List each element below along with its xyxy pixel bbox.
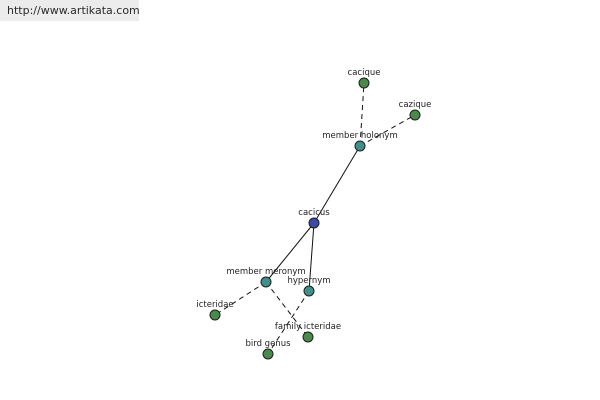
edges-layer [214,82,416,355]
node-circle-hypernym[interactable] [303,285,315,297]
site-url[interactable]: http://www.artikata.com [7,4,140,17]
node-label-member-holonym: member holonym [322,131,397,141]
node-hypernym[interactable]: hypernym [287,276,331,297]
node-bird-genus[interactable]: bird genus [245,339,291,360]
node-family-icteridae[interactable]: family icteridae [275,322,341,343]
url-banner: http://www.artikata.com [0,0,140,21]
node-label-cazique: cazique [399,100,432,110]
node-circle-member-meronym[interactable] [260,276,272,288]
node-cazique[interactable]: cazique [399,100,432,121]
node-label-hypernym: hypernym [287,276,330,286]
node-member-meronym[interactable]: member meronym [226,267,306,288]
node-circle-member-holonym[interactable] [354,140,366,152]
node-circle-cazique[interactable] [409,109,421,121]
node-label-icteridae: icteridae [196,300,233,310]
node-label-cacicus: cacicus [298,208,330,218]
edge-member-holonym-to-cacique [359,82,365,147]
node-label-cacique: cacique [348,68,381,78]
nodes-layer: cacicus member holonym member meronymhyper… [196,68,432,360]
edge-cacicus-to-member-holonym [313,145,361,224]
edge-cacicus-to-member-meronym [265,222,315,283]
node-icteridae[interactable]: icteridae [196,300,234,321]
edge-hypernym-to-bird-genus [267,290,310,355]
edge-member-holonym-to-cazique [359,114,416,147]
node-label-bird-genus: bird genus [245,339,291,349]
node-circle-icteridae[interactable] [209,309,221,321]
node-cacicus[interactable]: cacicus [298,208,330,229]
node-label-family-icteridae: family icteridae [275,322,341,332]
node-circle-bird-genus[interactable] [262,348,274,360]
edge-member-meronym-to-icteridae [214,281,267,316]
edge-member-meronym-to-family-icteridae [265,281,309,338]
edge-cacicus-to-hypernym [308,222,315,292]
node-circle-cacique[interactable] [358,77,370,89]
node-circle-cacicus[interactable] [308,217,320,229]
node-circle-family-icteridae[interactable] [302,331,314,343]
node-member-holonym[interactable]: member holonym [322,131,398,152]
node-cacique[interactable]: cacique [348,68,381,89]
node-label-member-meronym: member meronym [226,267,305,277]
